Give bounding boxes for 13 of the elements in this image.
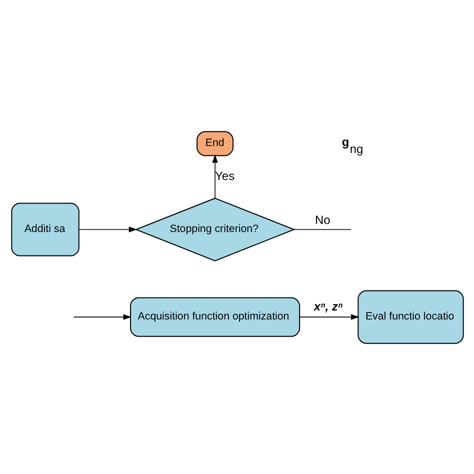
node-box: Eval functio locatio <box>357 290 464 344</box>
edge-label: xⁿ, zⁿ <box>313 299 342 314</box>
edge-label: No <box>314 212 330 226</box>
connector <box>293 228 351 230</box>
arrow <box>212 154 218 198</box>
arrow <box>72 314 132 320</box>
node-box: Acquisition function optimization <box>130 296 300 336</box>
arrow <box>298 314 359 320</box>
node-box: Additi sa <box>10 202 79 256</box>
edge-label: Yes <box>214 168 234 182</box>
arrow <box>78 226 137 232</box>
node-diamond: Stopping criterion? <box>134 197 295 261</box>
node-box: End <box>196 130 233 156</box>
